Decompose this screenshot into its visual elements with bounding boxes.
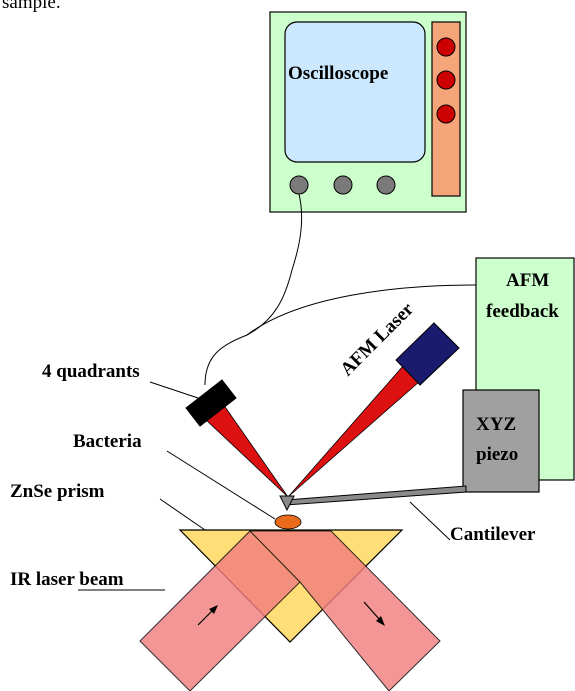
xyz-piezo-label-line1: XYZ [476, 414, 517, 435]
oscilloscope-label: Oscilloscope [288, 63, 389, 84]
afm-laser-beam [287, 364, 421, 498]
leader-znse-prism [159, 498, 206, 531]
leader-bacteria [166, 450, 276, 520]
leader-four-quadrants [149, 381, 211, 403]
afm-tip [279, 495, 295, 512]
grey-knob-2 [333, 175, 353, 195]
beam-arrow-in [197, 605, 218, 626]
xyz-piezo-box [462, 389, 540, 493]
four-quadrants-label: 4 quadrants [42, 361, 140, 382]
afm-laser-body [395, 322, 460, 386]
cantilever-beam [285, 485, 467, 506]
afm-feedback-label-line1: AFM [506, 270, 550, 291]
caption-fragment: sample. [2, 0, 61, 13]
four-quadrant-detector [185, 379, 237, 427]
red-knob-3 [436, 104, 456, 124]
ir-laser-beam-label: IR laser beam [10, 569, 124, 590]
oscilloscope-signal-wire [204, 193, 303, 386]
oscilloscope-screen [284, 21, 426, 163]
afm-feedback-label-line2: feedback [486, 301, 559, 322]
bacteria [274, 514, 302, 530]
ir-laser-beam [139, 530, 441, 691]
red-knob-2 [436, 70, 456, 90]
grey-knob-3 [376, 175, 396, 195]
leader-cantilever [409, 501, 451, 541]
znse-prism-label: ZnSe prism [10, 481, 105, 502]
grey-knob-1 [289, 175, 309, 195]
oscilloscope [269, 11, 467, 213]
cantilever-label: Cantilever [450, 524, 536, 545]
feedback-signal-wire [246, 284, 477, 336]
beam-arrow-out [363, 601, 385, 626]
bacteria-label: Bacteria [73, 431, 142, 452]
ir-beam-outgoing [248, 530, 441, 691]
red-knob-1 [436, 37, 456, 57]
reflected-laser-beam [203, 403, 289, 498]
xyz-piezo-label-line2: piezo [476, 444, 519, 465]
